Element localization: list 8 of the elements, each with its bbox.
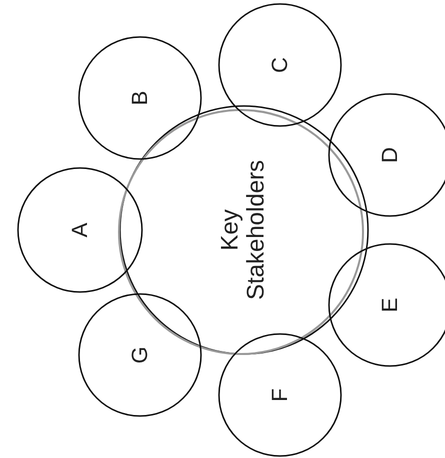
circle-label: B	[128, 90, 152, 106]
circle-label: E	[378, 298, 402, 312]
circle-label: C	[268, 57, 292, 73]
circle-label: F	[268, 388, 292, 402]
circle-label: A	[68, 222, 92, 238]
center-label: Key Stakeholders	[218, 158, 270, 302]
circle-label: G	[128, 346, 152, 364]
circle-label: D	[378, 147, 402, 163]
